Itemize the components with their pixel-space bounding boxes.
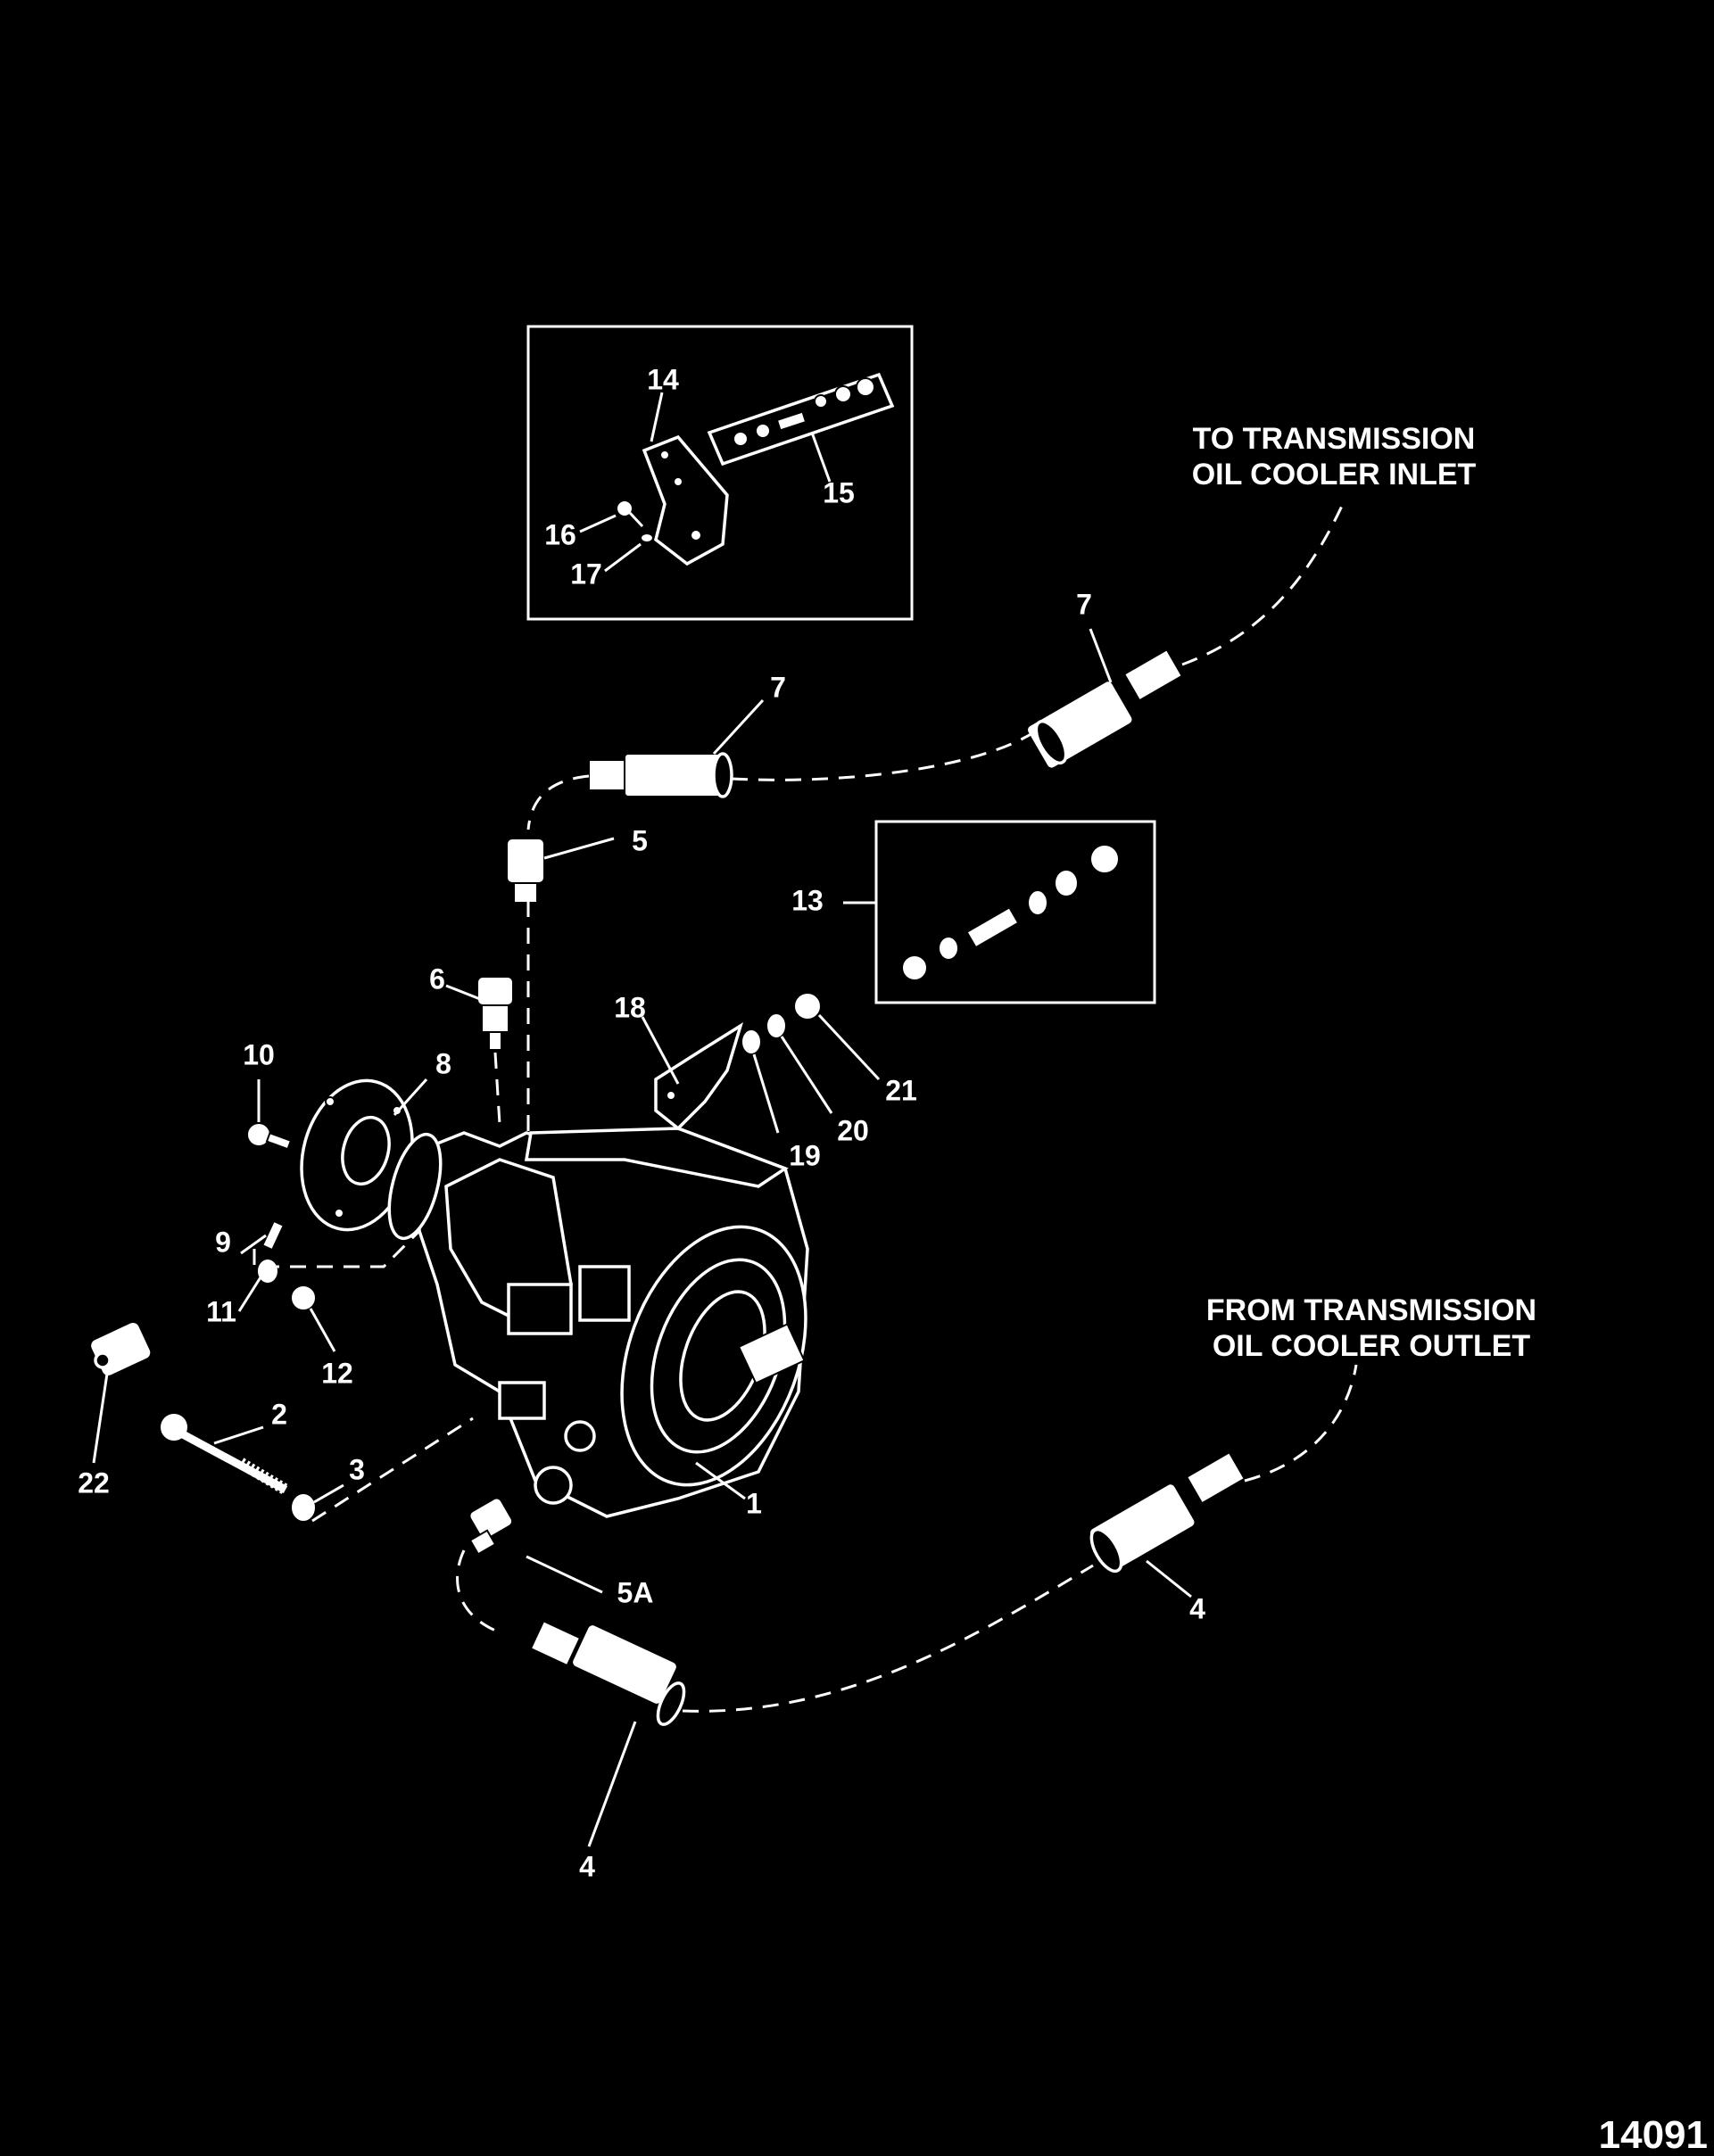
item-8-flange — [300, 1078, 443, 1241]
item-13-washer — [938, 936, 959, 961]
hose-lower-left — [456, 1549, 501, 1634]
note-outlet-line2: OIL COOLER OUTLET — [1213, 1329, 1531, 1363]
callout-11: 11 — [206, 1295, 236, 1327]
leader-15 — [810, 432, 832, 483]
item-3-washer — [290, 1492, 317, 1523]
item-20-lockwasher — [766, 1012, 787, 1039]
item-5a-fitting — [468, 1497, 514, 1556]
leader-16 — [579, 514, 617, 533]
inset-box-hardware-kit — [843, 820, 1156, 1004]
assembly-line-9 — [253, 1229, 421, 1268]
callout-18: 18 — [614, 991, 646, 1023]
inset-box-bracket-kit — [526, 325, 914, 621]
callout-22: 22 — [78, 1466, 110, 1499]
callout-6: 6 — [429, 962, 445, 995]
hose-upper-connection — [731, 730, 1036, 781]
callout-5a: 5A — [617, 1576, 654, 1608]
callout-9: 9 — [215, 1226, 231, 1258]
callout-3: 3 — [349, 1453, 365, 1485]
callout-17: 17 — [570, 558, 602, 590]
note-inlet-line2: OIL COOLER INLET — [1192, 458, 1477, 492]
callout-8: 8 — [435, 1047, 451, 1079]
leader-lines — [92, 628, 1192, 1847]
item-13-stud — [965, 905, 1020, 949]
callout-4-left: 4 — [579, 1850, 595, 1882]
item-19-washer — [741, 1028, 762, 1055]
item-13-nut — [901, 954, 928, 981]
callout-14: 14 — [647, 363, 679, 395]
callout-7-left: 7 — [770, 671, 786, 703]
item-18-bracket — [654, 1022, 744, 1131]
callout-13: 13 — [791, 884, 824, 916]
callout-12: 12 — [321, 1357, 353, 1389]
item-16-screw — [616, 500, 644, 528]
item-21-nut — [793, 992, 822, 1020]
item-11-washer — [256, 1258, 279, 1285]
item-22-plug — [89, 1321, 153, 1377]
item-17-washer — [640, 533, 654, 543]
callout-7-right: 7 — [1076, 588, 1092, 620]
leader-14 — [650, 392, 664, 442]
item-13-nut-2 — [1089, 844, 1120, 874]
item-2-bolt — [159, 1412, 289, 1495]
item-12-nut — [290, 1285, 317, 1311]
item-10-bolt — [246, 1122, 293, 1151]
figure-number: 14091 — [1599, 2113, 1708, 2156]
callout-2: 2 — [271, 1398, 287, 1430]
item-7-fitting-left — [588, 752, 733, 798]
hose-to-cooler-inlet — [1181, 503, 1345, 666]
callout-20: 20 — [837, 1114, 869, 1146]
hose-lower-connection — [682, 1564, 1094, 1713]
assembly-line-2 — [311, 1417, 474, 1523]
hose-upper-left — [526, 774, 590, 830]
callout-19: 19 — [789, 1139, 821, 1171]
note-outlet-line1: FROM TRANSMISSION — [1206, 1293, 1536, 1327]
item-6-switch — [476, 976, 514, 1051]
callout-5: 5 — [632, 824, 648, 856]
hose-from-cooler-outlet — [1244, 1364, 1358, 1483]
item-14-bracket — [642, 434, 729, 566]
item-13-washer-2 — [1027, 889, 1048, 916]
item-5-fitting — [506, 838, 545, 904]
item-4-fitting-right — [1089, 1450, 1246, 1574]
item-4-fitting-left — [529, 1619, 686, 1726]
item-9-stud — [261, 1219, 286, 1251]
item-1-transmission — [418, 1127, 809, 1518]
item-15-fastener-kit-panel — [707, 372, 895, 467]
callout-21: 21 — [885, 1074, 917, 1106]
leader-17 — [604, 542, 642, 573]
callout-15: 15 — [823, 476, 855, 508]
note-inlet-line1: TO TRANSMISSION — [1193, 422, 1476, 456]
callout-16: 16 — [544, 518, 576, 550]
callout-1: 1 — [746, 1487, 762, 1519]
item-7-fitting-right — [1026, 648, 1184, 770]
assembly-line-6 — [493, 1052, 501, 1125]
item-13-lockwasher — [1054, 869, 1079, 897]
callout-4-right: 4 — [1189, 1592, 1205, 1624]
callout-10: 10 — [243, 1038, 275, 1070]
